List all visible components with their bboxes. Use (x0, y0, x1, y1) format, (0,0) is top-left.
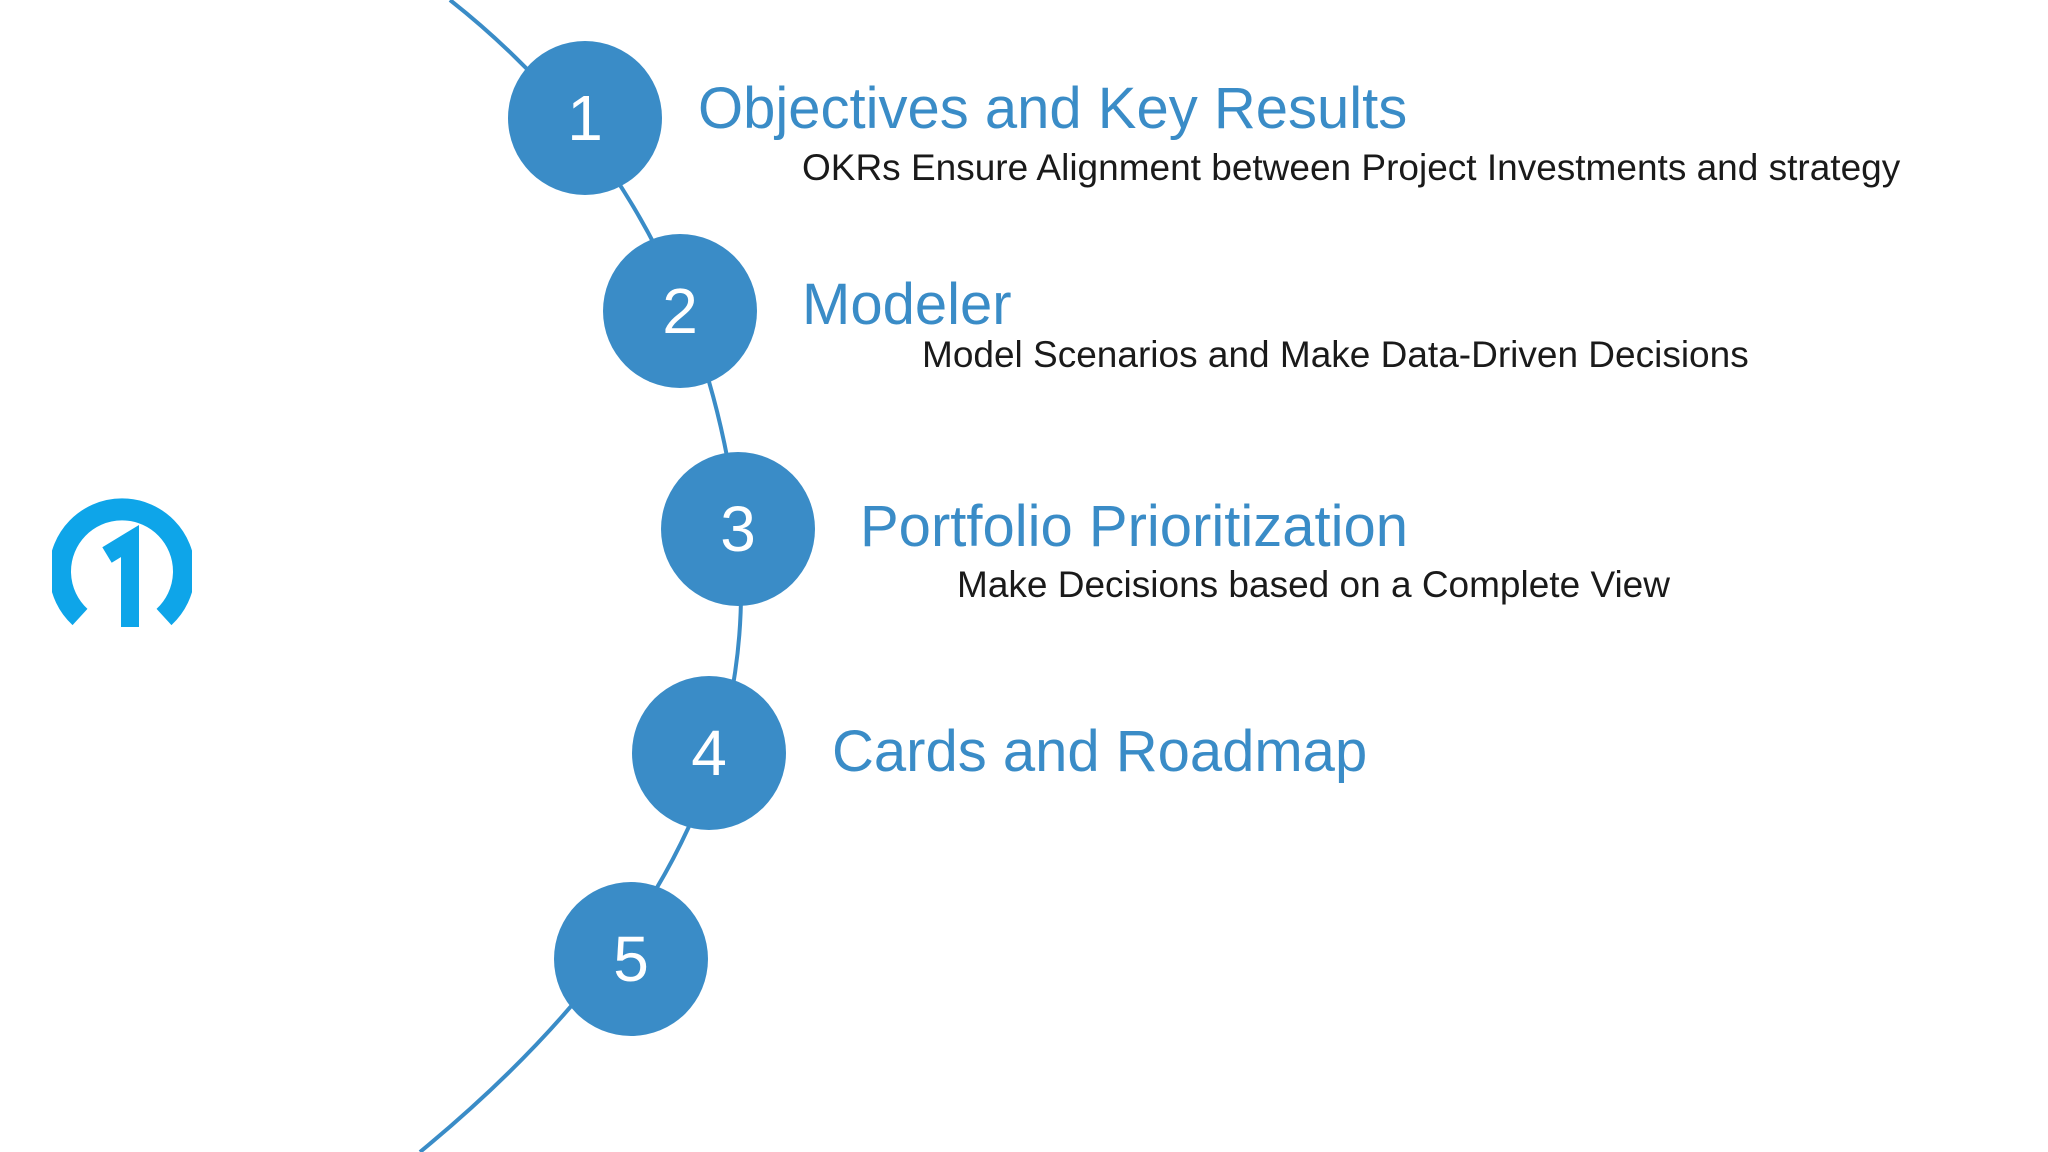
step-4-title: Cards and Roadmap (832, 719, 1368, 784)
step-5-circle: 5 (554, 882, 708, 1036)
step-1-description: OKRs Ensure Alignment between Project In… (802, 147, 1901, 188)
step-1-number: 1 (567, 82, 603, 154)
step-2-title: Modeler (802, 272, 1012, 337)
step-4-number: 4 (691, 717, 727, 789)
company-logo-icon (49, 497, 195, 637)
step-1-title: Objectives and Key Results (698, 76, 1408, 141)
step-3-title: Portfolio Prioritization (860, 494, 1408, 559)
step-2-circle: 2 (603, 234, 757, 388)
step-4-circle: 4 (632, 676, 786, 830)
step-3-description: Make Decisions based on a Complete View (957, 564, 1670, 605)
step-2-description: Model Scenarios and Make Data-Driven Dec… (922, 334, 1749, 375)
step-2-number: 2 (662, 275, 698, 347)
step-3-number: 3 (720, 493, 756, 565)
step-1-circle: 1 (508, 41, 662, 195)
step-5-number: 5 (613, 923, 649, 995)
step-3-circle: 3 (661, 452, 815, 606)
